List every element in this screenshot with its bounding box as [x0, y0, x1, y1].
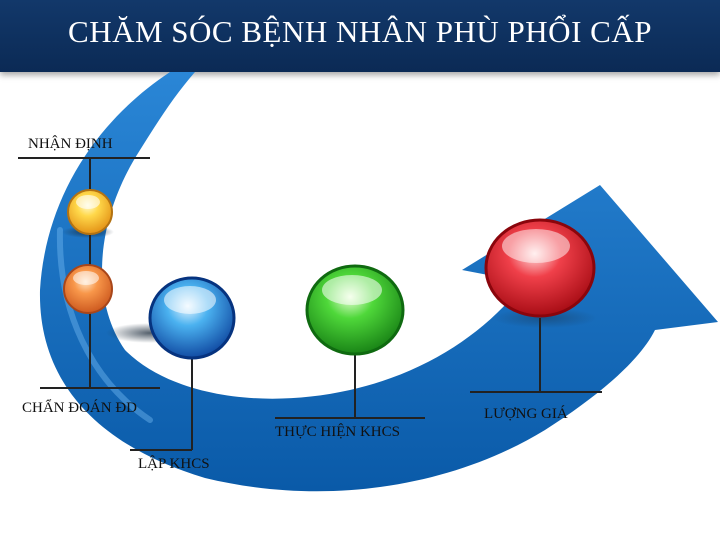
step-ball-lap-khcs — [150, 278, 234, 358]
step-label-nhan-dinh: NHẬN ĐỊNH — [28, 136, 113, 153]
step-label-thuc-hien: THỰC HIỆN KHCS — [275, 424, 400, 441]
step-label-luong-gia: LƯỢNG GIÁ — [484, 406, 568, 423]
step-label-lap-khcs: LẬP KHCS — [138, 456, 210, 473]
step-ball-thuc-hien — [307, 266, 403, 354]
step-label-chan-doan: CHẨN ĐOÁN ĐD — [22, 400, 137, 417]
step-ball-nhan-dinh — [68, 190, 112, 234]
step-ball-chan-doan — [64, 265, 112, 313]
step-ball-luong-gia — [486, 220, 594, 316]
